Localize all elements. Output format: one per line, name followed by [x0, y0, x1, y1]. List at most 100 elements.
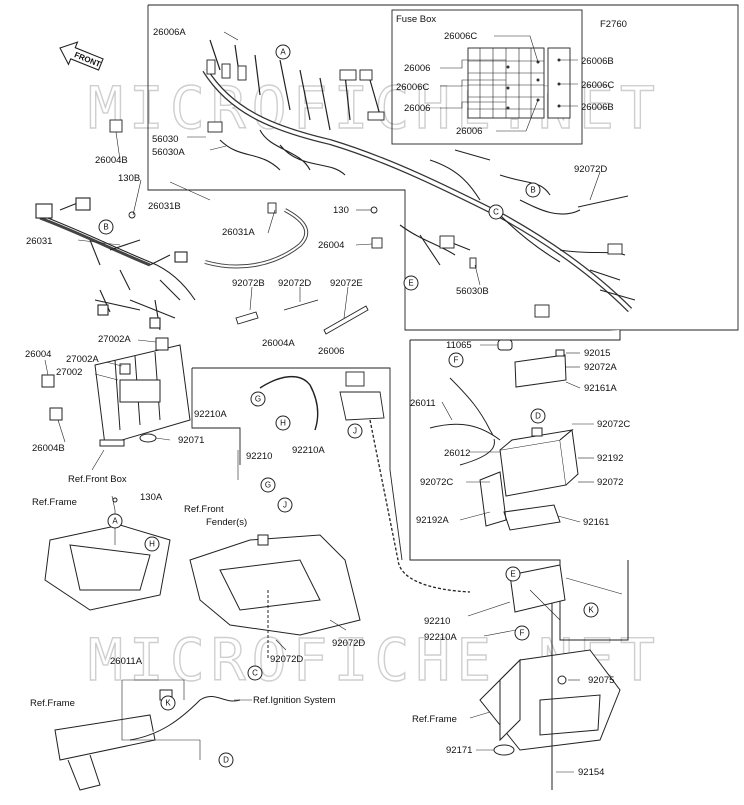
sub-harness-26031a: [204, 202, 309, 269]
label-26004-mid: 26004: [318, 240, 344, 251]
callout-d-lower: D: [218, 752, 234, 768]
label-92171: 92171: [446, 745, 472, 756]
label-26004-left: 26004: [25, 349, 51, 360]
svg-text:B: B: [530, 186, 535, 195]
label-27002a-2: 27002A: [66, 354, 99, 365]
label-26011: 26011: [410, 398, 436, 409]
leader-lines-front-box: [44, 339, 171, 471]
callout-d-battery: D: [530, 408, 546, 424]
leader-lines-tray: [467, 577, 623, 773]
ref-frame-3: Ref.Frame: [412, 714, 457, 725]
callout-b-right: B: [525, 182, 541, 198]
leader-lines-lower: [111, 450, 347, 760]
sub-harness-26031: [35, 197, 196, 331]
fuse-box-detail: Fuse Box 26006C 26006 26006C: [396, 14, 614, 137]
callout-b-left: B: [98, 219, 114, 235]
label-92072: 92072: [597, 477, 623, 488]
label-130b: 130B: [118, 173, 140, 184]
fuse-part-26006c-b: 26006C: [396, 82, 429, 93]
fuse-box-title: Fuse Box: [396, 14, 436, 25]
label-92072c: 92072C: [597, 419, 630, 430]
label-27002a-1: 27002A: [98, 334, 131, 345]
label-92192: 92192: [597, 453, 623, 464]
label-26004b-top: 26004B: [95, 155, 128, 166]
label-26031b: 26031B: [148, 201, 181, 212]
label-26006-mid: 26006: [318, 346, 344, 357]
svg-text:F: F: [520, 629, 525, 638]
label-92072c-b: 92072C: [420, 477, 453, 488]
callout-k-right: K: [583, 602, 599, 618]
ref-front-fender-line1: Ref.Front: [184, 504, 224, 515]
fuse-part-26006-b: 26006: [404, 103, 430, 114]
callout-h-mid: H: [275, 415, 291, 431]
front-frame-left: [44, 497, 171, 611]
callout-c-lower: C: [247, 665, 263, 681]
fuse-part-26006b-b: 26006B: [581, 102, 614, 113]
svg-text:K: K: [165, 699, 171, 708]
svg-text:J: J: [283, 501, 287, 510]
callout-f-lower: F: [514, 625, 530, 641]
label-92072d-low2: 92072D: [270, 654, 303, 665]
callout-g-lower: G: [260, 477, 276, 493]
label-92210a-b: 92210A: [424, 632, 457, 643]
label-26011a: 26011A: [110, 656, 143, 667]
svg-text:C: C: [252, 669, 258, 678]
callout-f-top: F: [448, 352, 464, 368]
label-56030: 56030: [152, 134, 178, 145]
label-92210a-2: 92210A: [292, 445, 325, 456]
front-fender-assembly: [189, 534, 361, 660]
svg-text:H: H: [280, 419, 286, 428]
svg-text:C: C: [493, 208, 499, 217]
callout-e-top: E: [403, 275, 419, 291]
label-27002: 27002: [56, 367, 82, 378]
svg-text:D: D: [223, 756, 229, 765]
callout-j-lower: J: [277, 497, 293, 513]
connector-detail-box: [191, 367, 471, 593]
label-26006a: 26006A: [153, 27, 186, 38]
label-26004a: 26004A: [262, 338, 295, 349]
label-92072a: 92072A: [584, 362, 617, 373]
small-parts-top: [109, 119, 629, 335]
reference-labels: Ref.Front Box Ref.Frame Ref.Front Fender…: [30, 474, 457, 725]
label-92072d-top: 92072D: [574, 164, 607, 175]
callout-a-top: A: [275, 44, 291, 60]
callout-k-lower: K: [160, 695, 176, 711]
label-92161a: 92161A: [584, 383, 617, 394]
leader-lines-battery: [441, 344, 594, 523]
svg-text:G: G: [255, 395, 261, 404]
callout-g-mid: G: [250, 391, 266, 407]
diagram-code: F2760: [600, 19, 627, 30]
front-arrow-icon: FRONT: [59, 41, 104, 71]
svg-text:B: B: [103, 223, 108, 232]
label-92075: 92075: [588, 675, 614, 686]
fuse-part-26006-c: 26006: [456, 126, 482, 137]
label-130-mid: 130: [333, 205, 349, 216]
main-wiring-harness: [202, 39, 636, 318]
svg-text:E: E: [408, 279, 413, 288]
svg-text:D: D: [535, 412, 541, 421]
label-92072e: 92072E: [330, 278, 363, 289]
label-26031: 26031: [26, 236, 52, 247]
ref-frame-1: Ref.Frame: [32, 497, 77, 508]
ref-frame-2: Ref.Frame: [30, 698, 75, 709]
label-92072d-mid: 92072D: [278, 278, 311, 289]
part-labels: 26006A 26004B 130B 56030 56030A 26031B 2…: [25, 27, 630, 778]
callout-j-mid: J: [347, 423, 363, 439]
label-11065: 11065: [446, 340, 472, 351]
svg-text:K: K: [588, 606, 594, 615]
label-26031a: 26031A: [222, 227, 255, 238]
label-92161: 92161: [583, 517, 609, 528]
label-130a: 130A: [140, 492, 163, 503]
fuse-part-26006c-c: 26006C: [581, 80, 614, 91]
frame-lower-left: [54, 689, 241, 791]
callout-e-lower: E: [505, 566, 521, 582]
battery-tray-frame: [479, 564, 621, 790]
svg-text:F: F: [454, 356, 459, 365]
label-56030b: 56030B: [456, 286, 489, 297]
leader-lines-top: [77, 31, 601, 319]
svg-text:A: A: [280, 48, 286, 57]
callout-h-lower: H: [144, 536, 160, 552]
callout-markers: A B B C E F D G H J A H G J E K F C K D: [98, 44, 599, 768]
